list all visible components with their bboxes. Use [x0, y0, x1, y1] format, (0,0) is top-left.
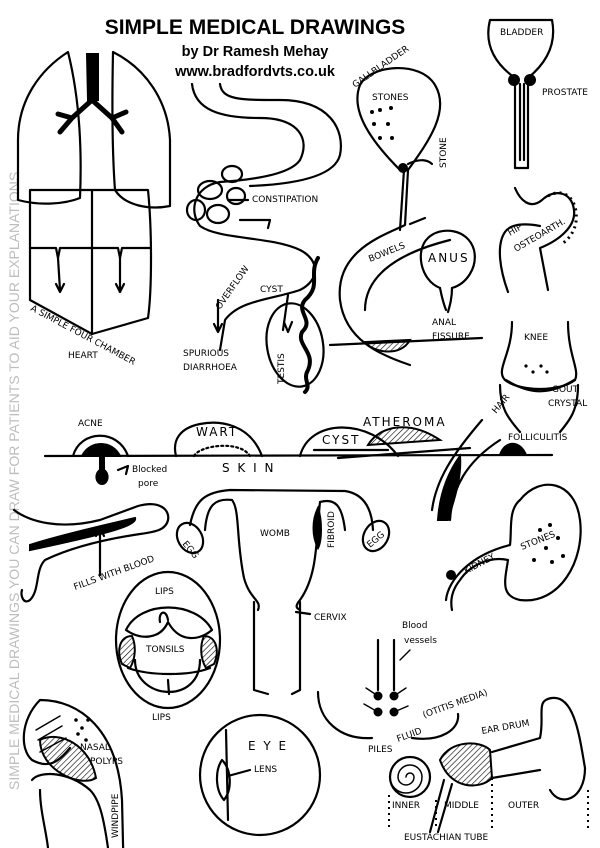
bladder-prostate-drawing: BLADDER PROSTATE — [487, 18, 588, 170]
prostate-label: PROSTATE — [542, 88, 588, 98]
lungs-drawing — [16, 50, 172, 209]
eardrum-label: EAR DRUM — [481, 719, 530, 737]
penis-drawing: FILLS WITH BLOOD — [12, 503, 170, 603]
fluid-label: FLUID — [396, 727, 424, 745]
middle-label: MIDDLE — [444, 801, 479, 811]
heart-label-2: HEART — [68, 351, 98, 361]
hip-osteoarthritis-drawing: HIP OSTEOARTH. — [498, 186, 578, 294]
testis-drawing: CYST TESTIS — [260, 256, 325, 394]
piles-drawing: Blood vessels PILES — [316, 621, 460, 755]
lips-bottom-label: LIPS — [152, 713, 171, 723]
folliculitis-label: FOLLICULITIS — [508, 433, 568, 443]
constipation-label: CONSTIPATION — [252, 195, 318, 205]
page-title: SIMPLE MEDICAL DRAWINGS — [105, 16, 406, 39]
fills-blood-label: FILLS WITH BLOOD — [73, 554, 156, 593]
author: by Dr Ramesh Mehay — [182, 44, 329, 60]
anal-label: ANAL — [432, 318, 456, 328]
bowels-label: BOWELS — [367, 241, 407, 265]
website: www.bradfordvts.co.uk — [174, 64, 336, 80]
piles-label: PILES — [368, 745, 393, 755]
mouth-tonsils-drawing: LIPS TONSILS LIPS — [114, 570, 222, 723]
eye-label: E Y E — [248, 739, 288, 753]
polyps-label: POLYPS — [90, 757, 123, 767]
lips-top-label: LIPS — [155, 587, 174, 597]
gout-label: GOUT — [552, 385, 579, 395]
spurious-label: SPURIOUS — [183, 349, 229, 359]
windpipe-label: WINDPIPE — [111, 793, 121, 838]
stone-label: STONE — [439, 137, 449, 168]
vessels-label: vessels — [404, 636, 437, 646]
pore-label: pore — [138, 479, 159, 489]
side-caption: SIMPLE MEDICAL DRAWINGS YOU CAN DRAW FOR… — [6, 172, 22, 790]
heart-drawing: A SIMPLE FOUR CHAMBER HEART — [29, 188, 153, 368]
bowel-constipation-drawing: CONSTIPATION OVERFLOW SPURIOUS DIARRHOEA — [183, 82, 342, 373]
fissure-label: FISSURE — [432, 332, 470, 342]
atheroma-drawing: ATHEROMA — [328, 336, 484, 460]
acne-label: ACNE — [78, 419, 103, 429]
cervix-label: CERVIX — [314, 613, 347, 623]
inner-label: INNER — [392, 801, 420, 811]
nasal-polyps-drawing: NASAL POLYPS WINDPIPE — [22, 698, 125, 848]
knee-gout-drawing: KNEE GOUT CRYSTAL — [498, 320, 587, 434]
eustachian-label: EUSTACHIAN TUBE — [404, 833, 488, 843]
hair-label: HAIR — [491, 393, 513, 416]
skin-label: S K I N — [222, 461, 275, 475]
crystal-label: CRYSTAL — [548, 399, 587, 409]
bladder-label: BLADDER — [500, 28, 543, 38]
egg-right-label: EGG — [366, 530, 387, 550]
cyst-skin-label: CYST — [322, 433, 360, 447]
blocked-label: Blocked — [132, 465, 167, 475]
atheroma-label: ATHEROMA — [363, 415, 447, 429]
diarrhoea-label: DIARRHOEA — [183, 363, 238, 373]
wart-label: WART — [196, 425, 238, 439]
anus-label: ANUS — [428, 251, 470, 265]
tonsils-label: TONSILS — [145, 645, 185, 655]
knee-label: KNEE — [524, 333, 548, 343]
kidney-stones-drawing: KIDNEY STONES — [444, 483, 582, 612]
outer-label: OUTER — [508, 801, 539, 811]
nasal-label: NASAL — [80, 743, 110, 753]
egg-left-label: EGG — [180, 540, 200, 561]
stones-label: STONES — [372, 93, 409, 103]
womb-label: WOMB — [260, 529, 290, 539]
otitis-label: (OTITIS MEDIA) — [422, 688, 489, 721]
skin-drawing: ACNE WART CYST HAIR FOLLICULITIS Blocked… — [43, 393, 568, 522]
eye-drawing: E Y E LENS — [198, 713, 322, 837]
lens-label: LENS — [254, 765, 277, 775]
ear-drawing: FLUID (OTITIS MEDIA) EAR DRUM INNER MIDD… — [388, 688, 589, 843]
anus-drawing: ANUS ANAL FISSURE — [419, 229, 476, 342]
kidney-stones-label: STONES — [519, 530, 557, 553]
blood-label: Blood — [402, 621, 427, 631]
cyst-testis-label: CYST — [260, 285, 283, 295]
testis-label: TESTIS — [277, 353, 287, 385]
gallbladder-drawing: GALLBLADDER STONES STONE BOWELS — [338, 44, 452, 367]
fibroid-label: FIBROID — [327, 511, 337, 548]
